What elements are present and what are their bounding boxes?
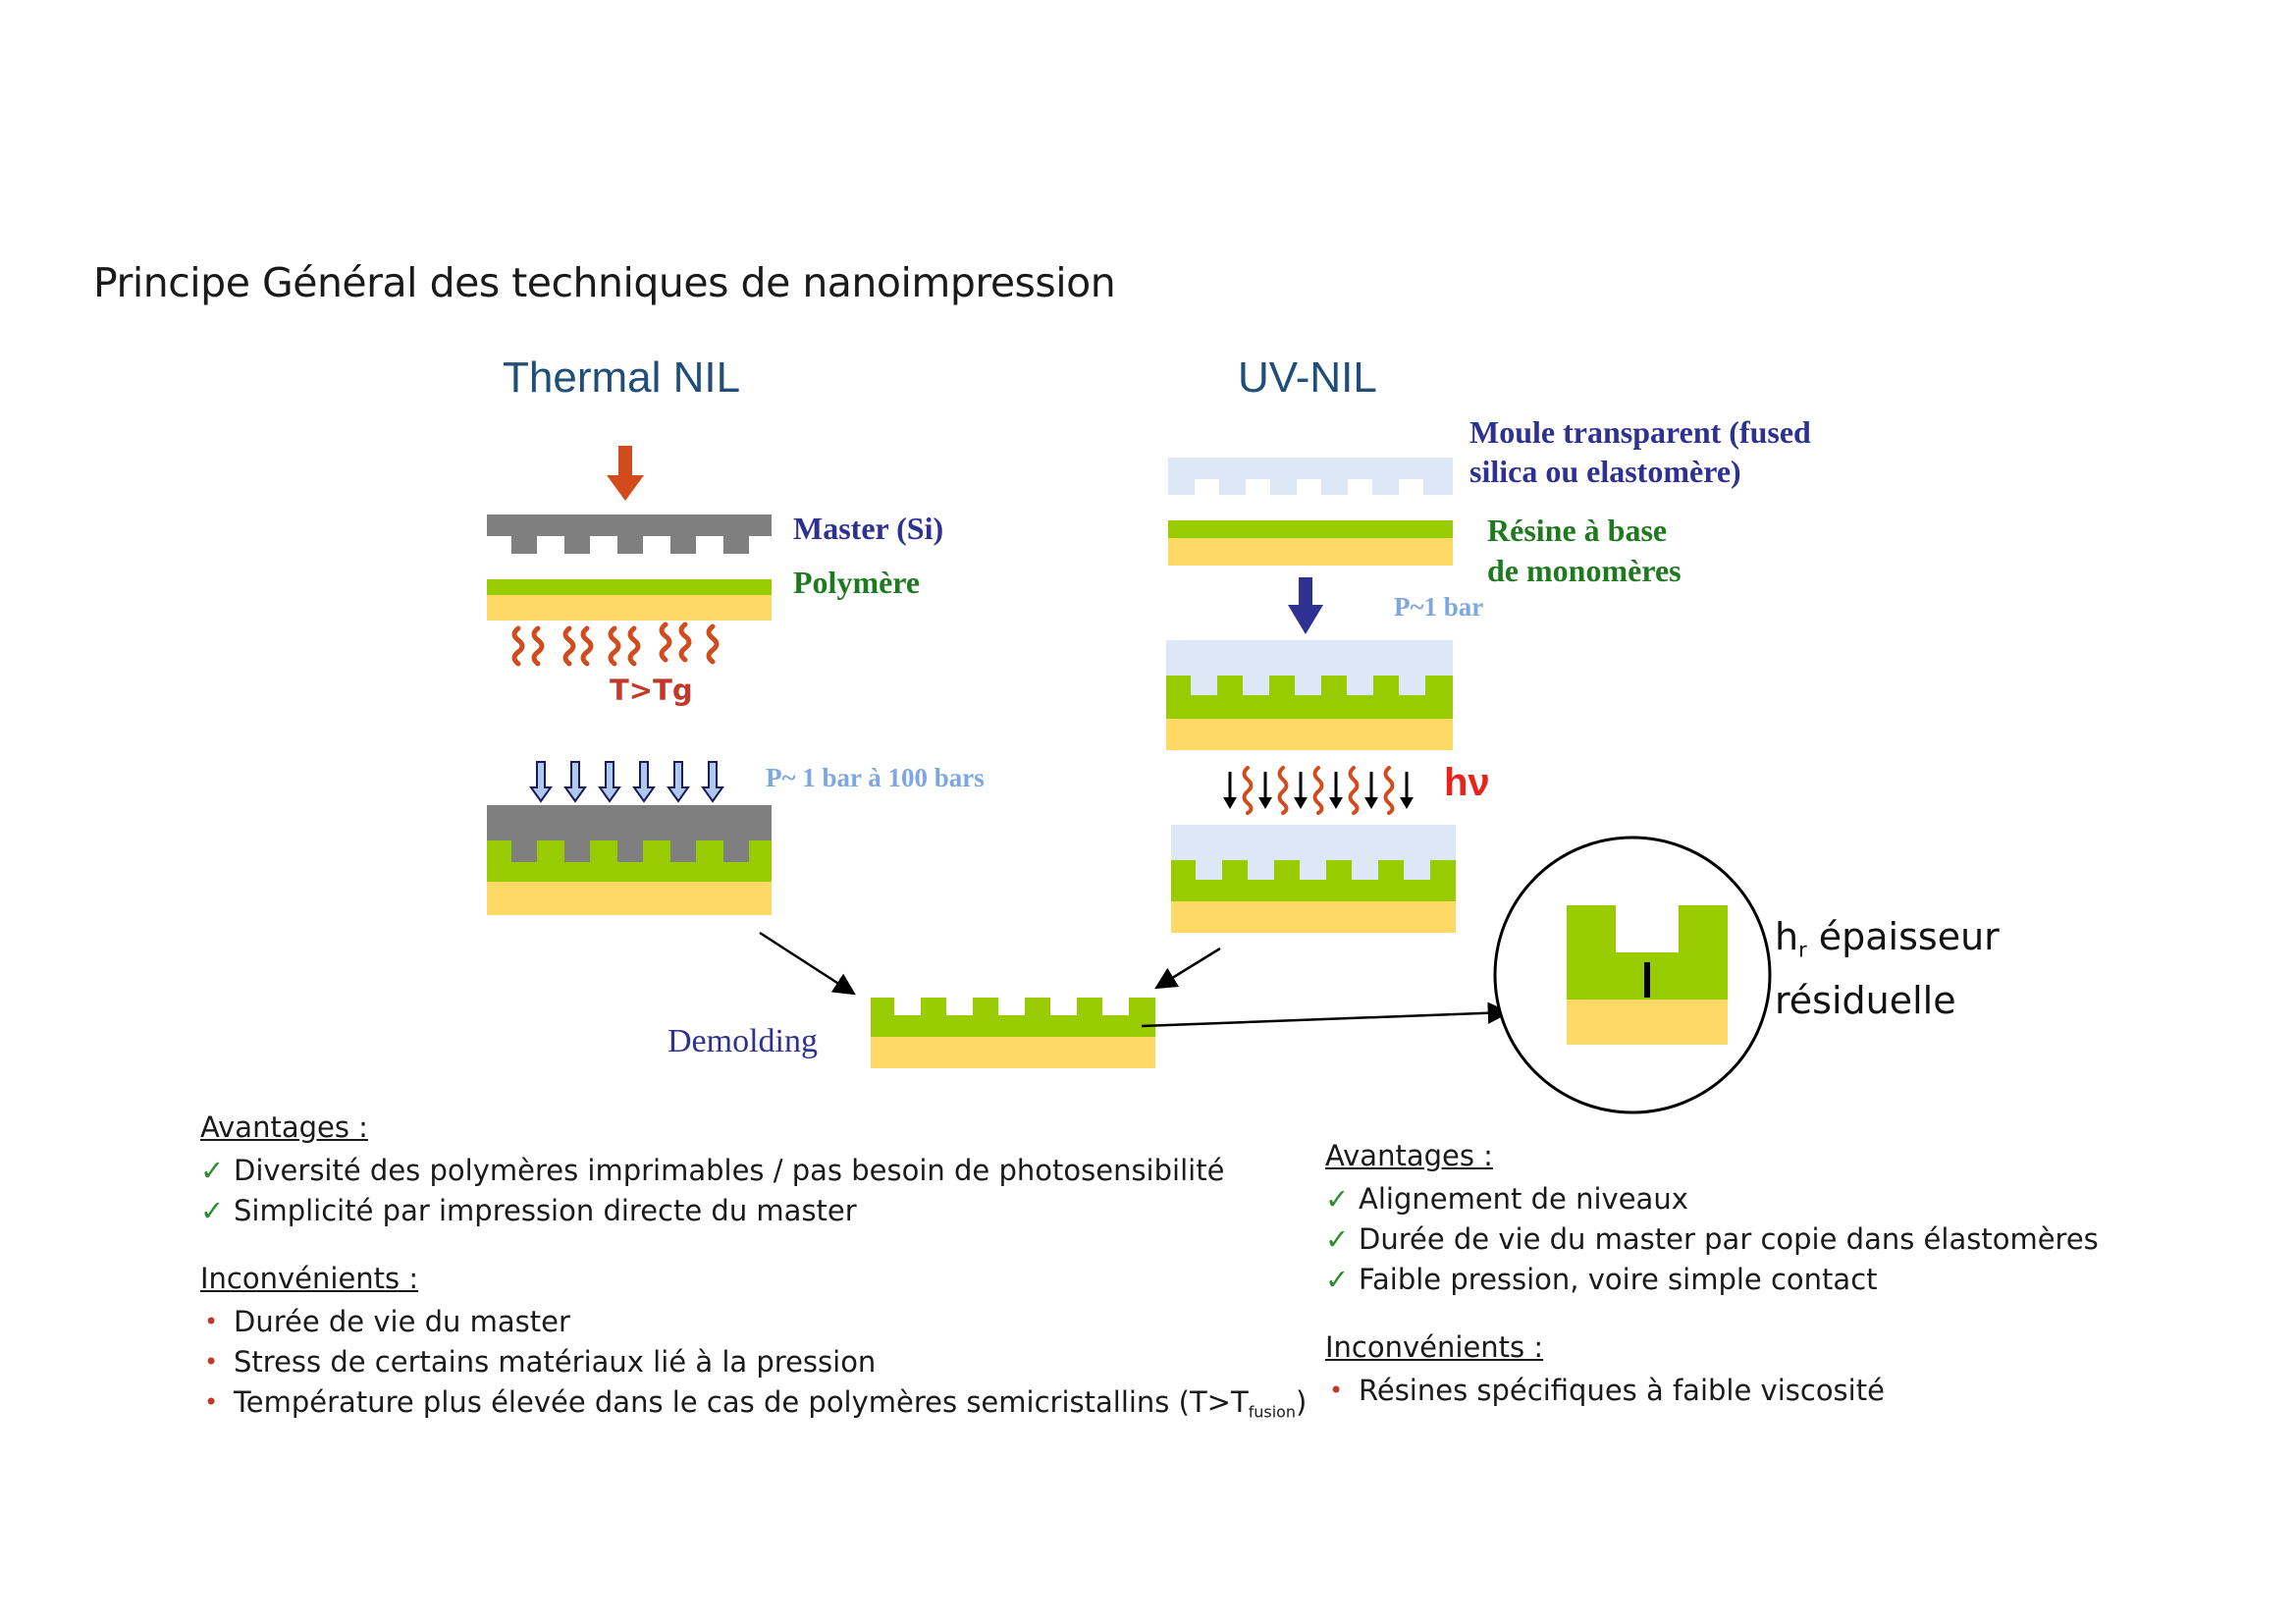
list-item: •Résines spécifiques à faible viscosité	[1325, 1371, 2099, 1411]
thermal-to-demold-arrow	[759, 931, 856, 996]
bullet-icon: •	[204, 1308, 219, 1335]
zoom-detail-circle	[1493, 836, 1772, 1114]
thermal-pros-heading: Avantages :	[200, 1110, 368, 1144]
thermal-pros-list: Avantages : ✓Diversité des polymères imp…	[200, 1108, 1307, 1433]
uv-nil-heading: UV-NIL	[1238, 353, 1377, 402]
list-item: ✓Faible pression, voire simple contact	[1325, 1260, 2099, 1300]
master-label: Master (Si)	[793, 511, 944, 546]
heat-arrows-icon	[511, 622, 720, 667]
list-item: •Stress de certains matériaux lié à la p…	[200, 1342, 1307, 1382]
demolded-stack	[871, 998, 1155, 1068]
resin-label-line1: Résine à base	[1487, 513, 1668, 548]
thermal-cons-heading: Inconvénients :	[200, 1262, 419, 1295]
thermal-master	[487, 514, 772, 554]
uv-substrate	[1168, 538, 1453, 566]
checkmark-icon: ✓	[1325, 1222, 1350, 1256]
page-title: Principe Général des techniques de nanoi…	[93, 259, 1116, 306]
thermal-polymer-layer	[487, 579, 772, 595]
uv-to-demold-arrow	[1154, 947, 1221, 990]
checkmark-icon: ✓	[1325, 1182, 1350, 1216]
uv-resin-layer	[1168, 520, 1453, 538]
resin-label-line2: de monomères	[1487, 553, 1682, 588]
list-item: ✓Diversité des polymères imprimables / p…	[200, 1151, 1307, 1191]
mold-label-line1: Moule transparent (fused	[1469, 414, 1811, 450]
thermal-nil-heading: Thermal NIL	[503, 353, 741, 402]
checkmark-icon: ✓	[200, 1194, 225, 1227]
thermal-press-arrow-icon	[607, 446, 644, 501]
residual-thickness-label: hr épaisseur résiduelle	[1775, 915, 2000, 1023]
list-item: ✓Simplicité par impression directe du ma…	[200, 1191, 1307, 1231]
list-item: •Durée de vie du master	[200, 1302, 1307, 1342]
bullet-icon: •	[1329, 1377, 1344, 1404]
polymer-label: Polymère	[793, 565, 921, 600]
uv-press-arrow-icon	[1288, 577, 1323, 634]
uv-pressure-label: P~1 bar	[1394, 592, 1484, 622]
checkmark-icon: ✓	[200, 1154, 225, 1187]
list-item: ✓Durée de vie du master par copie dans é…	[1325, 1219, 2099, 1260]
uv-light-arrows-icon	[1223, 766, 1414, 815]
thermal-pressure-arrows-icon	[529, 761, 724, 803]
uv-contact-stack	[1166, 640, 1453, 750]
list-item: ✓Alignement de niveaux	[1325, 1179, 2099, 1219]
light-hv-label: hν	[1444, 761, 1490, 804]
uv-cured-stack	[1171, 825, 1456, 933]
checkmark-icon: ✓	[1325, 1263, 1350, 1296]
mold-label-line2: silica ou elastomère)	[1469, 454, 1741, 489]
bullet-icon: •	[204, 1388, 219, 1416]
thermal-pressure-label: P~ 1 bar à 100 bars	[766, 763, 985, 792]
uv-pros-list: Avantages : ✓Alignement de niveaux ✓Duré…	[1325, 1136, 2099, 1411]
thermal-substrate	[487, 595, 772, 621]
uv-pros-heading: Avantages :	[1325, 1139, 1493, 1172]
demolding-label: Demolding	[667, 1023, 818, 1059]
temperature-label: T>Tg	[610, 674, 693, 707]
zoom-arrow	[1141, 1001, 1511, 1028]
bullet-icon: •	[204, 1348, 219, 1376]
uv-cons-heading: Inconvénients :	[1325, 1330, 1544, 1364]
thermal-imprint-stack	[487, 805, 772, 915]
uv-transparent-mold	[1168, 458, 1453, 495]
list-item: •Température plus élevée dans le cas de …	[200, 1382, 1307, 1433]
hr-thickness-marker	[1644, 962, 1650, 998]
